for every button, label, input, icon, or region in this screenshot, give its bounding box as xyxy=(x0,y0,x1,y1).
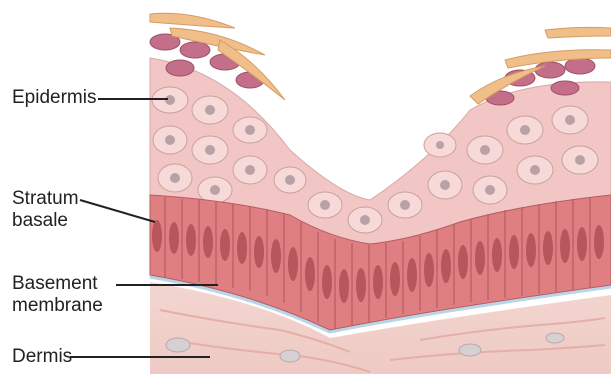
stratum-basale-leader xyxy=(80,200,155,222)
epidermis-label: Epidermis xyxy=(12,87,96,109)
stratum-basale-label: Stratum basale xyxy=(12,188,82,232)
dermis-label: Dermis xyxy=(12,346,72,368)
basement-membrane-label: Basement membrane xyxy=(12,273,122,317)
